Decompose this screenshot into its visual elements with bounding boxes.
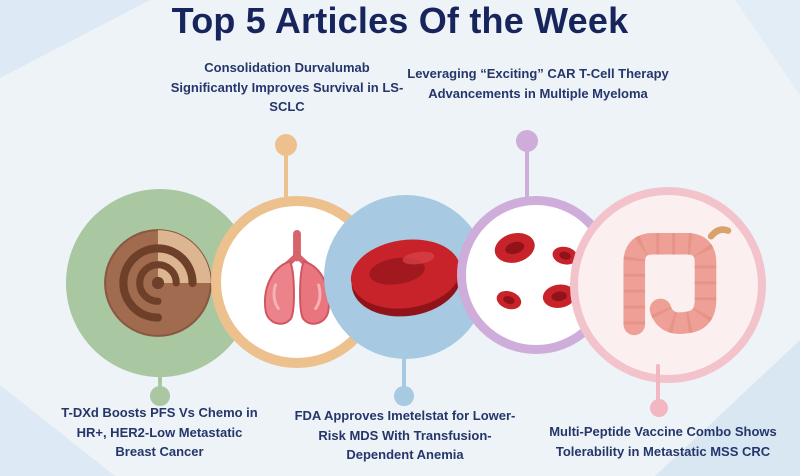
article-title-durvalumab: Consolidation Durvalumab Significantly I… (170, 60, 404, 114)
article-title-breast-cancer: T-DXd Boosts PFS Vs Chemo in HR+, HER2-L… (61, 405, 258, 459)
article-title-imetelstat: FDA Approves Imetelstat for Lower-Risk M… (294, 408, 516, 462)
lungs-icon (264, 229, 330, 325)
corner-shape-top-left (0, 0, 150, 78)
red-blood-cell-icon (350, 239, 462, 317)
colon-icon (623, 226, 732, 336)
article-circle-crc (570, 187, 766, 383)
connector-dot-durvalumab (275, 134, 297, 156)
article-title-car-t: Leveraging “Exciting” CAR T-Cell Therapy… (407, 66, 669, 101)
connector-line-durvalumab (284, 154, 288, 200)
connector-line-breast-cancer (158, 372, 162, 390)
article-title-crc: Multi-Peptide Vaccine Combo Shows Tolera… (549, 424, 777, 459)
connector-line-imetelstat (402, 356, 406, 390)
connector-dot-imetelstat (394, 386, 414, 406)
corner-shape-bottom-right (655, 340, 800, 476)
connector-line-car-t (525, 150, 529, 200)
article-circle-breast-cancer (66, 189, 254, 377)
corner-shape-top-right (735, 0, 800, 95)
connector-line-crc (656, 364, 660, 404)
page-title: Top 5 Articles Of the Week (171, 0, 629, 41)
blood-cells-icon (494, 232, 578, 310)
corner-shape-bottom-left (0, 385, 115, 476)
article-circle-imetelstat (324, 195, 488, 359)
connector-dot-breast-cancer (150, 386, 170, 406)
connector-dot-car-t (516, 130, 538, 152)
breast-cancer-icon (104, 229, 212, 337)
connector-dot-crc (650, 399, 668, 417)
